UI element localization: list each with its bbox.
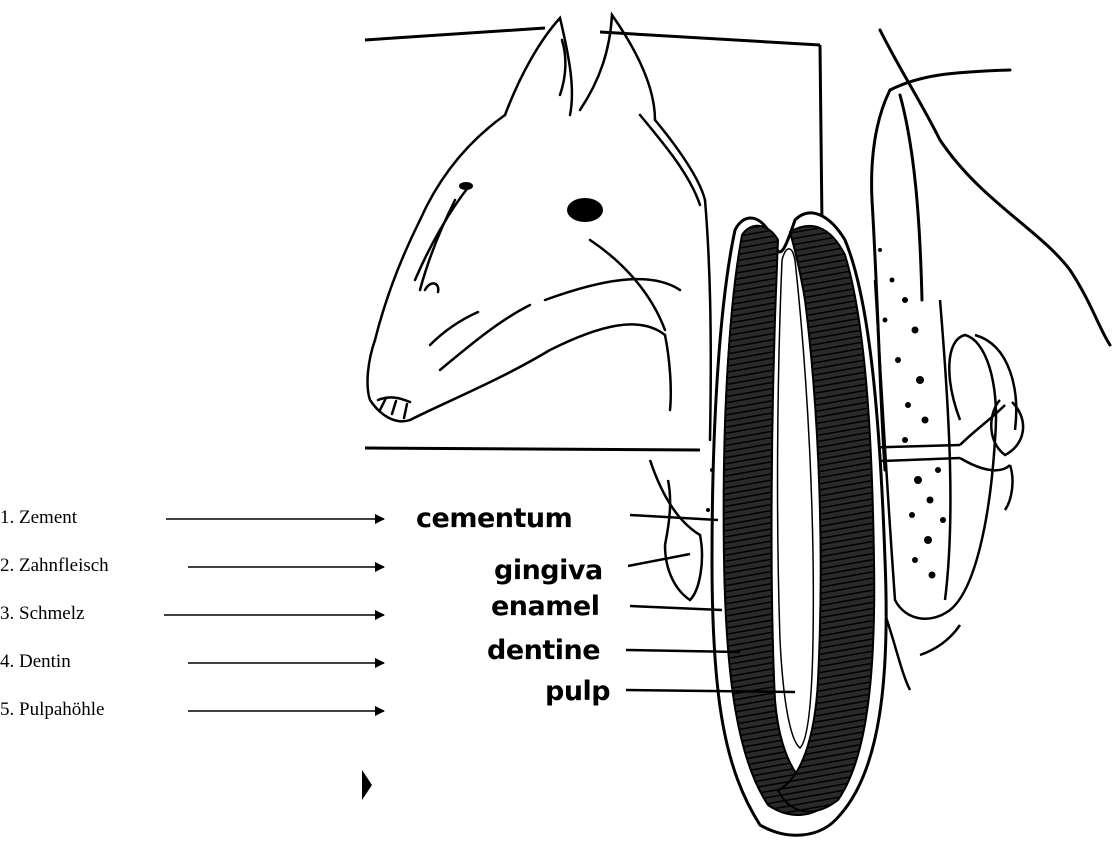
label-enamel: enamel [491, 591, 599, 622]
german-label-zahnfleisch: 2. Zahnfleisch [0, 555, 109, 577]
german-label-schmelz: 3. Schmelz [0, 603, 84, 625]
german-label-pulpahoehle: 5. Pulpahöhle [0, 699, 105, 721]
german-label-dentin: 4. Dentin [0, 651, 71, 673]
edge-mark [362, 770, 372, 800]
horse-nostril-mark [459, 182, 473, 190]
horse-eye-icon [567, 198, 603, 222]
label-pulp: pulp [545, 676, 610, 707]
label-gingiva: gingiva [494, 555, 603, 586]
label-cementum: cementum [416, 503, 572, 534]
german-arrows [164, 519, 384, 711]
horse-head-drawing [368, 15, 711, 440]
label-dentine: dentine [487, 635, 600, 666]
german-label-zement: 1. Zement [0, 507, 77, 529]
